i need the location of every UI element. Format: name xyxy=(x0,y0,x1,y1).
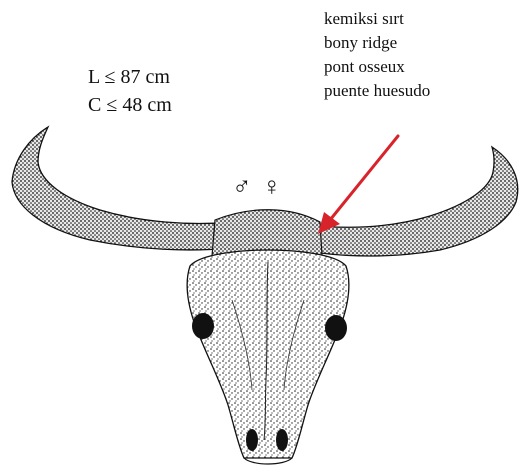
arrow-line xyxy=(330,136,398,220)
bony-ridge xyxy=(212,210,322,256)
right-nostril xyxy=(276,429,288,451)
right-horn xyxy=(300,147,518,256)
left-horn xyxy=(12,127,232,250)
muzzle-tip xyxy=(244,458,292,464)
left-eye-orbit xyxy=(192,313,214,339)
left-nostril xyxy=(246,429,258,451)
right-eye-orbit xyxy=(325,315,347,341)
skull-face xyxy=(187,250,349,458)
